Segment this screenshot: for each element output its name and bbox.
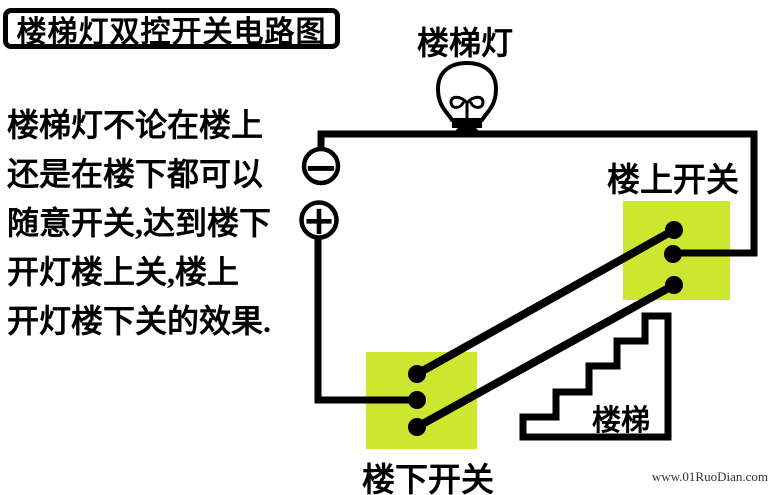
description-line: 开灯楼上关,楼上	[7, 254, 240, 290]
lamp-label: 楼梯灯	[416, 25, 513, 61]
downstairs-switch-label: 楼下开关	[362, 463, 494, 495]
plus-icon: +	[302, 198, 336, 244]
light-bulb-icon	[435, 60, 499, 137]
upstairs-switch-label: 楼上开关	[607, 163, 739, 199]
minus-icon: −	[303, 143, 338, 192]
diagram-title: 楼梯灯双控开关电路图	[16, 15, 327, 49]
description-paragraph: 楼梯灯不论在楼上 还是在楼下都可以 随意开关,达到楼下 开灯楼上关,楼上 开灯楼…	[7, 101, 307, 346]
description-line: 开灯楼下关的效果.	[7, 303, 272, 339]
downstairs-switch-box	[366, 352, 477, 449]
description-line: 还是在楼下都可以	[7, 156, 264, 192]
upstairs-switch-box	[623, 201, 730, 300]
watermark: www.01RuoDian.com	[651, 469, 768, 484]
description-line: 随意开关,达到楼下	[7, 205, 272, 241]
diagram-title-box: 楼梯灯双控开关电路图	[3, 8, 340, 49]
stairs-label: 楼梯	[592, 405, 651, 437]
battery-negative-terminal	[301, 146, 341, 186]
description-line: 楼梯灯不论在楼上	[7, 107, 264, 143]
